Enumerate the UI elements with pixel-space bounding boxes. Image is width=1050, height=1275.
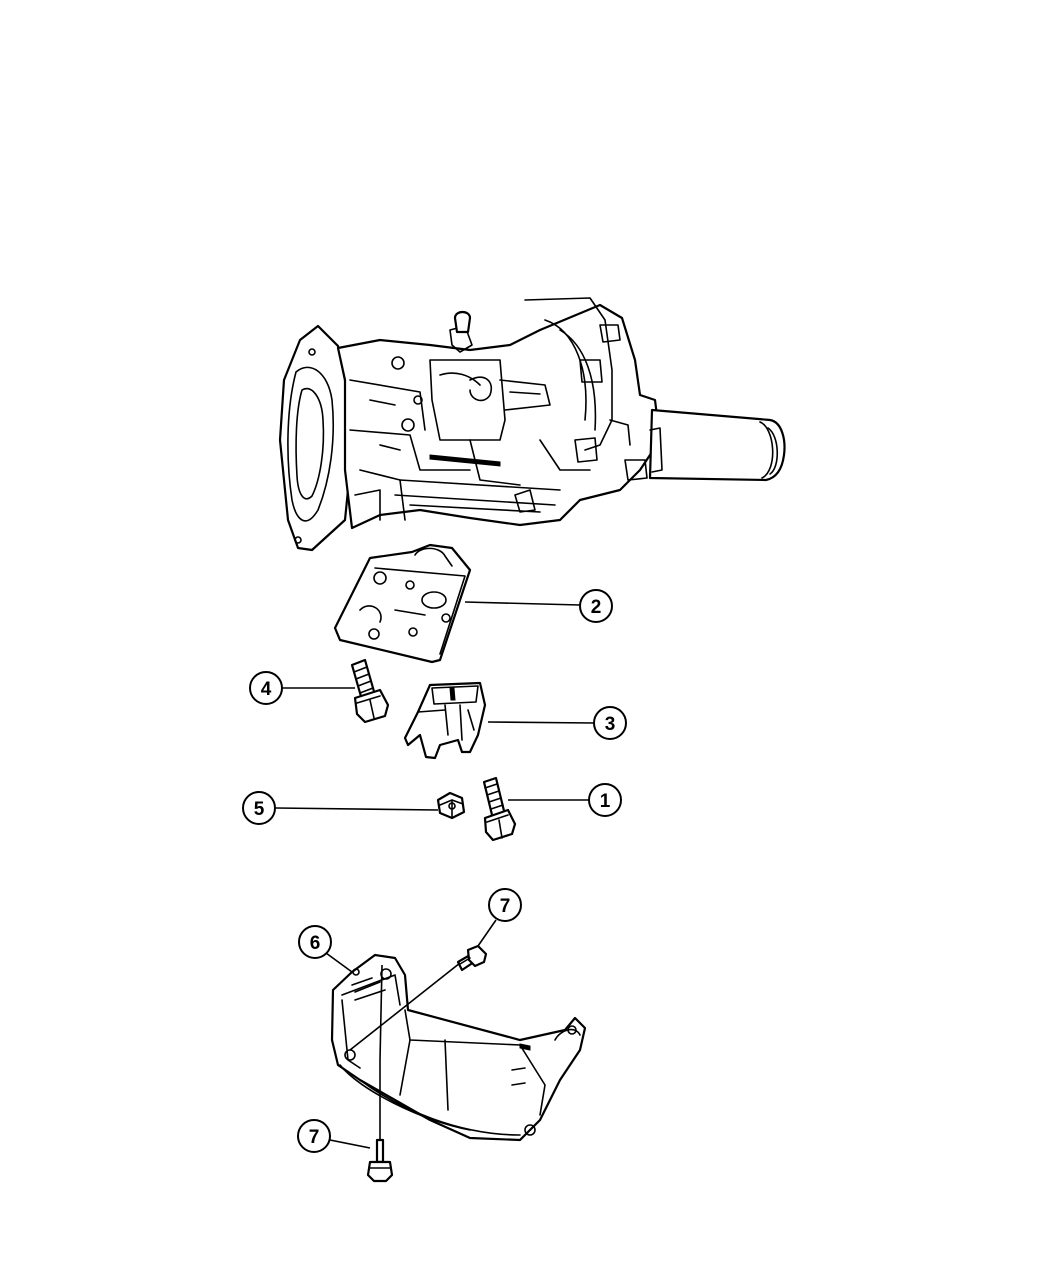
part-7-bolt-upper bbox=[456, 944, 488, 972]
callout-7-upper-label: 7 bbox=[500, 896, 511, 917]
alignment-lines bbox=[349, 962, 461, 1140]
callout-4-label: 4 bbox=[261, 679, 272, 700]
part-5-nut bbox=[436, 791, 466, 820]
callout-6-label: 6 bbox=[310, 933, 321, 954]
part-4-bolt bbox=[350, 658, 390, 724]
callout-1-label: 1 bbox=[600, 791, 611, 812]
callout-3-label: 3 bbox=[605, 714, 616, 735]
callout-2: 2 bbox=[579, 589, 613, 623]
callout-3: 3 bbox=[593, 706, 627, 740]
transmission-assembly bbox=[278, 297, 786, 552]
part-3-insulator bbox=[403, 681, 487, 760]
callout-1: 1 bbox=[588, 783, 622, 817]
callout-2-label: 2 bbox=[591, 597, 602, 618]
callout-7-upper: 7 bbox=[488, 888, 522, 922]
callout-7-lower-label: 7 bbox=[309, 1127, 320, 1148]
callout-5: 5 bbox=[242, 791, 276, 825]
part-7-bolt-lower bbox=[366, 1138, 394, 1183]
callout-6: 6 bbox=[298, 925, 332, 959]
callout-4: 4 bbox=[249, 671, 283, 705]
part-1-bolt bbox=[482, 776, 517, 842]
leader-lines bbox=[275, 601, 595, 1149]
part-6-skid-plate bbox=[330, 953, 587, 1142]
callout-7-lower: 7 bbox=[297, 1119, 331, 1153]
part-2-mount-plate bbox=[333, 543, 472, 664]
callout-5-label: 5 bbox=[254, 799, 265, 820]
